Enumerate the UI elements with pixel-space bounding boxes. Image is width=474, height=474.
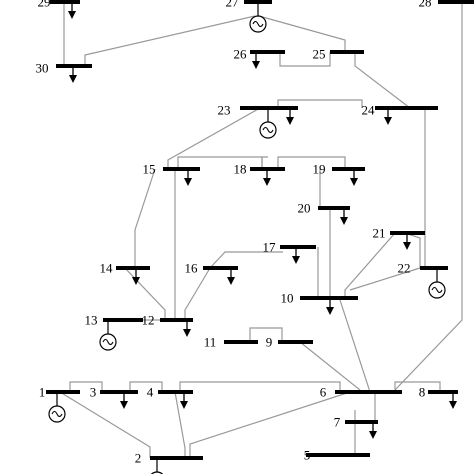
load-arrow-icon bbox=[326, 298, 334, 315]
generator-icon bbox=[259, 108, 277, 139]
line-25-24 bbox=[354, 52, 411, 109]
bus-label-13: 13 bbox=[84, 312, 98, 328]
bus-label-9: 9 bbox=[265, 334, 273, 350]
bus-label-19: 19 bbox=[312, 161, 326, 177]
bus-label-17: 17 bbox=[262, 239, 276, 255]
bus-label-6: 6 bbox=[319, 384, 327, 400]
line-23-15 bbox=[167, 107, 261, 169]
line-18-19 bbox=[261, 156, 268, 169]
line-27-25 bbox=[258, 15, 346, 52]
line-25-26 bbox=[279, 52, 331, 67]
load-arrow-icon bbox=[292, 247, 300, 264]
bus-label-15: 15 bbox=[142, 161, 156, 177]
line-1-2 bbox=[59, 391, 151, 458]
generator-icon bbox=[150, 458, 164, 474]
line-15-14 bbox=[134, 168, 156, 268]
line-21-10 bbox=[344, 232, 396, 300]
bus-label-8: 8 bbox=[418, 384, 426, 400]
load-arrow-icon bbox=[384, 108, 392, 125]
load-arrow-icon bbox=[69, 66, 77, 83]
generator-icon bbox=[99, 320, 117, 351]
load-arrow-icon bbox=[132, 268, 140, 285]
bus-label-28: 28 bbox=[418, 0, 432, 10]
line-2-4 bbox=[174, 391, 186, 458]
load-arrow-icon bbox=[180, 392, 188, 409]
bus-label-27: 27 bbox=[225, 0, 239, 10]
line-6-8 bbox=[394, 381, 441, 392]
bus-label-5: 5 bbox=[303, 447, 311, 463]
load-arrow-icon bbox=[369, 422, 377, 439]
bus-label-29: 29 bbox=[37, 0, 51, 10]
line-4-6 bbox=[179, 381, 341, 392]
generator-icon bbox=[428, 268, 446, 299]
line-28-6 bbox=[394, 0, 463, 391]
bus-label-30: 30 bbox=[35, 60, 49, 76]
bus-label-26: 26 bbox=[233, 46, 247, 62]
bus-label-2: 2 bbox=[134, 450, 142, 466]
bus-label-21: 21 bbox=[372, 225, 386, 241]
line-19-box bbox=[277, 156, 346, 169]
load-arrow-icon bbox=[120, 392, 128, 409]
load-arrow-icon bbox=[183, 320, 191, 337]
line-23-24 bbox=[277, 99, 363, 108]
bus-label-11: 11 bbox=[203, 334, 217, 350]
load-arrow-icon bbox=[286, 108, 294, 125]
load-arrow-icon bbox=[252, 52, 260, 69]
line-11-9 bbox=[249, 327, 283, 342]
line-14-12 bbox=[124, 267, 166, 320]
load-arrow-icon bbox=[350, 169, 358, 186]
bus-label-22: 22 bbox=[397, 260, 411, 276]
bus-label-18: 18 bbox=[233, 161, 247, 177]
line-10-6 bbox=[339, 299, 371, 393]
bus-label-16: 16 bbox=[184, 260, 198, 276]
generator-icon bbox=[249, 2, 267, 33]
bus-label-12: 12 bbox=[141, 312, 155, 328]
line-22-10 bbox=[349, 267, 421, 291]
bus-label-4: 4 bbox=[146, 384, 154, 400]
line-16-12 bbox=[184, 267, 211, 320]
load-arrow-icon bbox=[340, 208, 348, 225]
generator-icon bbox=[48, 392, 66, 423]
load-arrow-icon bbox=[263, 169, 271, 186]
load-arrow-icon bbox=[403, 233, 411, 250]
bus-label-25: 25 bbox=[312, 46, 326, 62]
line-9-6 bbox=[299, 341, 361, 391]
bus-label-20: 20 bbox=[297, 200, 311, 216]
bus-label-1: 1 bbox=[38, 384, 46, 400]
line-1-3 bbox=[69, 381, 103, 392]
line-2-6 bbox=[189, 391, 351, 458]
line-27-30 bbox=[84, 15, 256, 66]
bus-label-3: 3 bbox=[89, 384, 97, 400]
bus-label-23: 23 bbox=[217, 102, 231, 118]
bus-label-10: 10 bbox=[280, 290, 294, 306]
line-3-4 bbox=[129, 381, 163, 392]
bus-label-7: 7 bbox=[333, 414, 341, 430]
load-arrow-icon bbox=[227, 268, 235, 285]
bus-label-24: 24 bbox=[361, 102, 375, 118]
load-arrow-icon bbox=[184, 169, 192, 186]
line-16-17 bbox=[209, 251, 283, 269]
load-arrow-icon bbox=[449, 392, 457, 409]
load-arrow-icon bbox=[68, 2, 76, 19]
bus-label-14: 14 bbox=[99, 260, 113, 276]
